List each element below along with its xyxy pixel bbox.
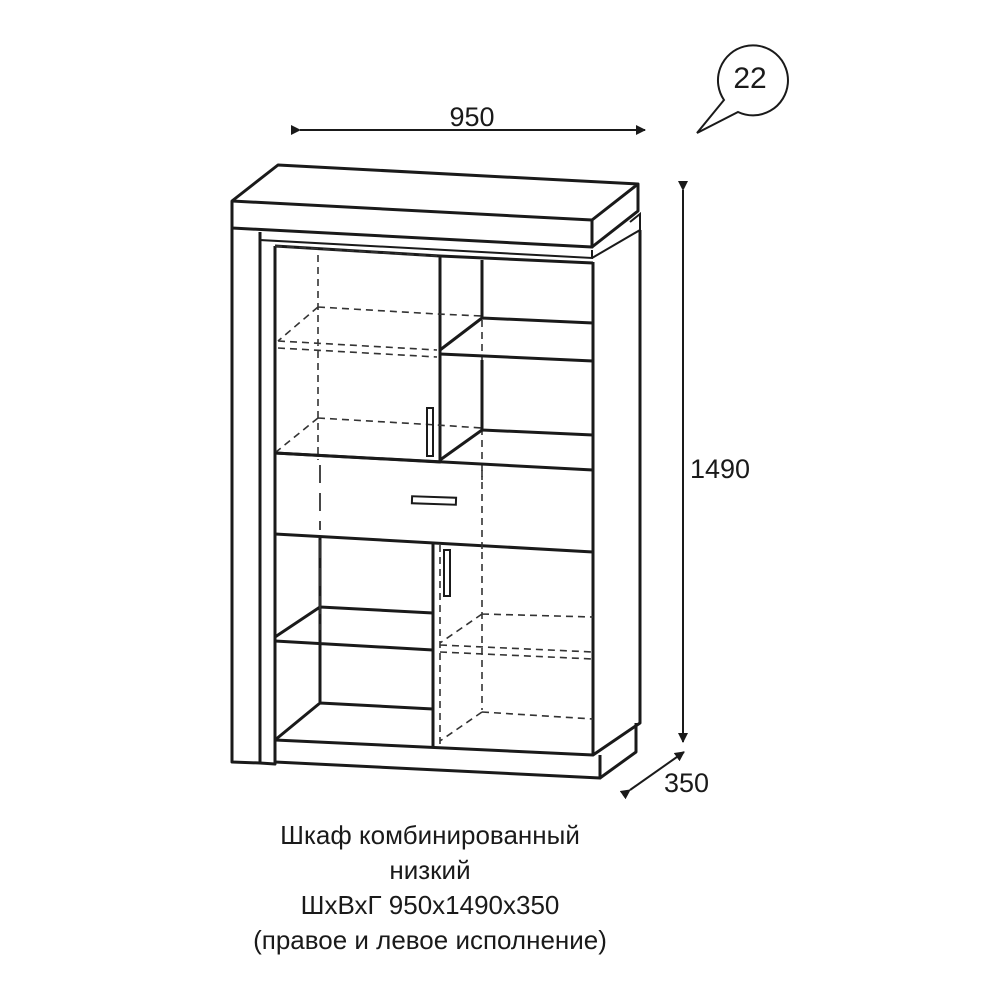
lower-open-shelves <box>274 538 434 742</box>
caption-subtitle: низкий <box>389 855 471 885</box>
lower-door <box>431 543 595 755</box>
product-caption: Шкаф комбинированный низкий ШхВхГ 950х14… <box>180 818 680 958</box>
caption-note: (правое и левое исполнение) <box>253 925 607 955</box>
item-number-callout: 22 <box>696 44 789 134</box>
upper-glass-door <box>274 244 483 480</box>
upper-door-handle <box>426 407 434 457</box>
caption-dimensions: ШхВхГ 950х1490х350 <box>300 890 560 920</box>
depth-label: 350 <box>664 768 709 798</box>
item-number: 22 <box>733 62 766 95</box>
drawer <box>274 451 594 554</box>
height-label: 1490 <box>690 454 750 484</box>
plinth <box>274 723 638 780</box>
lower-door-handle <box>443 549 451 597</box>
width-label: 950 <box>449 102 494 132</box>
left-pillar <box>230 228 277 766</box>
height-dimension: 1490 <box>678 181 750 743</box>
caption-title: Шкаф комбинированный <box>280 820 580 850</box>
top-slab <box>230 163 640 249</box>
right-side-panel <box>591 230 642 757</box>
drawer-handle <box>410 495 458 506</box>
depth-dimension: 350 <box>619 751 709 800</box>
width-dimension: 950 <box>291 102 646 135</box>
upper-open-shelves <box>439 254 594 462</box>
